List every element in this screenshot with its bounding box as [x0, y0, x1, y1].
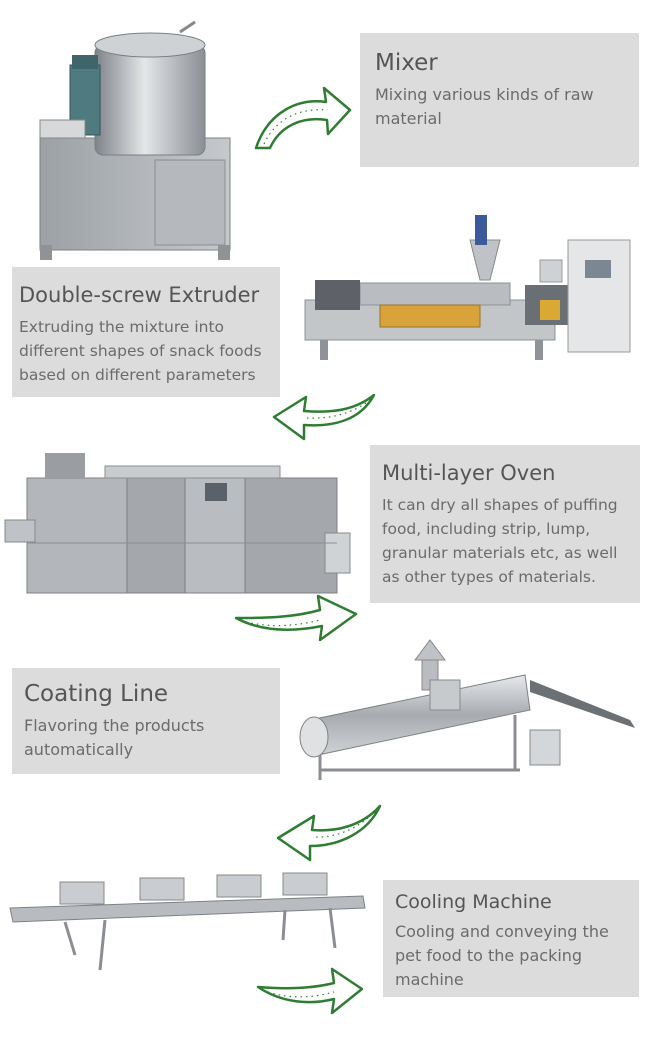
flow-arrow-right-icon [232, 592, 360, 656]
coating-line-image [290, 630, 645, 780]
mixer-image [30, 20, 240, 260]
step-desc: Mixing various kinds of raw material [375, 85, 594, 128]
flow-arrow-right-icon [250, 82, 355, 154]
step-box-mixer: Mixer Mixing various kinds of raw materi… [360, 33, 639, 167]
cooling-machine-image [5, 870, 370, 975]
oven-image [4, 448, 351, 598]
step-title: Coating Line [24, 681, 169, 707]
step-box-cooling: Cooling Machine Cooling and conveying th… [383, 880, 639, 997]
flow-arrow-left-icon [268, 385, 380, 443]
extruder-image [300, 205, 635, 365]
step-title: Cooling Machine [395, 891, 552, 913]
flow-arrow-right-icon [254, 965, 366, 1029]
step-desc: Cooling and conveying the pet food to th… [395, 922, 609, 989]
step-desc: Flavoring the products automatically [24, 716, 205, 759]
step-box-extruder: Double-screw Extruder Extruding the mixt… [12, 267, 280, 397]
step-box-oven: Multi-layer Oven It can dry all shapes o… [370, 445, 640, 603]
flow-arrow-left-icon [272, 800, 384, 864]
step-title: Multi-layer Oven [382, 461, 556, 485]
step-title: Mixer [375, 50, 438, 76]
step-title: Double-screw Extruder [19, 283, 260, 307]
step-box-coating: Coating Line Flavoring the products auto… [12, 668, 280, 774]
step-desc: It can dry all shapes of puffing food, i… [382, 496, 618, 586]
step-desc: Extruding the mixture into different sha… [19, 318, 262, 384]
